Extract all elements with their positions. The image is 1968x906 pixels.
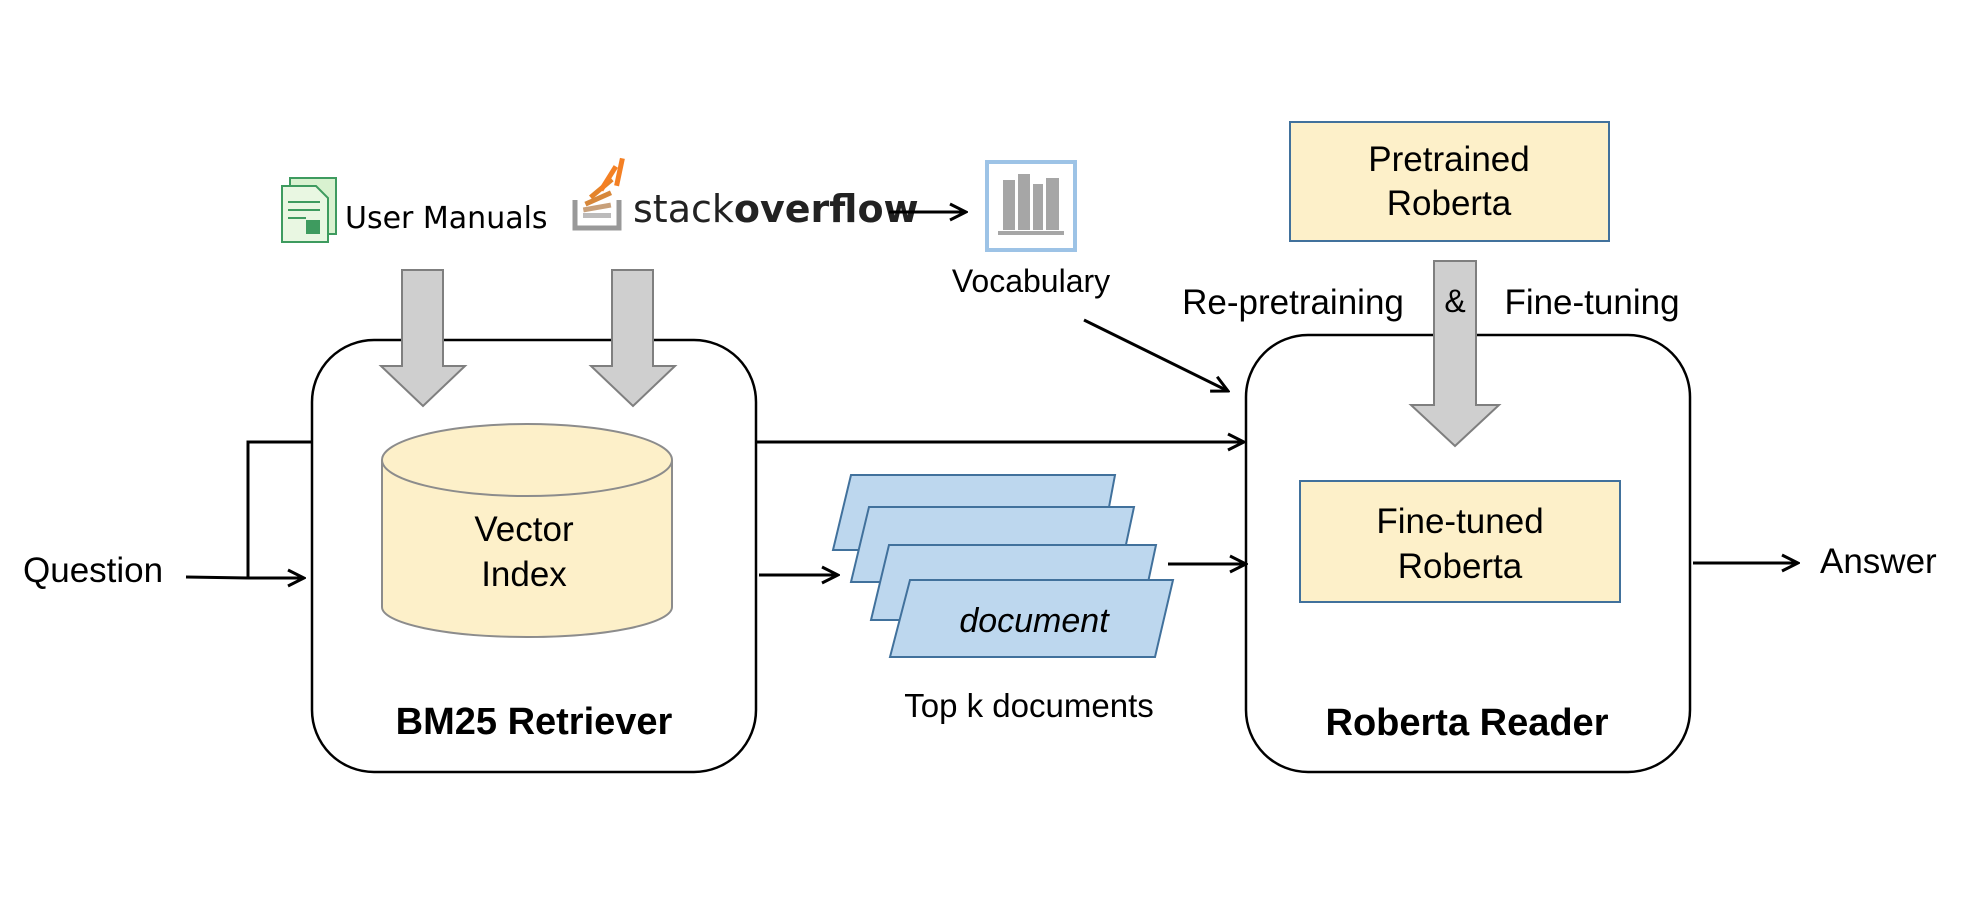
question-label: Question xyxy=(23,551,163,590)
pretrained-roberta-line2: Roberta xyxy=(1387,184,1512,223)
vocabulary-label: Vocabulary xyxy=(952,263,1110,299)
stackoverflow-wordmark-bold: overflow xyxy=(734,187,919,231)
fine-tuning-label: Fine-tuning xyxy=(1504,283,1679,322)
answer-label: Answer xyxy=(1820,542,1937,581)
question-bypass-connector xyxy=(246,440,312,578)
vocabulary-to-reader-arrow xyxy=(1083,318,1228,391)
stackoverflow-logo-icon xyxy=(572,157,625,231)
vector-index-cylinder xyxy=(381,423,673,638)
pretrained-roberta-line1: Pretrained xyxy=(1368,140,1529,179)
vocabulary-books-icon xyxy=(985,160,1077,252)
bm25-retriever-title: BM25 Retriever xyxy=(396,701,673,743)
roberta-reader-title: Roberta Reader xyxy=(1326,702,1609,744)
user-manuals-label: User Manuals xyxy=(345,201,548,236)
question-line xyxy=(185,575,249,580)
training-block-arrow xyxy=(1408,260,1502,448)
stackoverflow-block-arrow xyxy=(588,269,678,408)
ampersand-label: & xyxy=(1444,283,1465,319)
document-label: document xyxy=(959,602,1110,640)
stackoverflow-wordmark-light: stack xyxy=(633,187,734,231)
pretrained-roberta-box xyxy=(1289,121,1610,242)
re-pretraining-label: Re-pretraining xyxy=(1182,283,1404,322)
finetuned-roberta-line1: Fine-tuned xyxy=(1376,502,1543,541)
document-card xyxy=(888,579,1175,658)
stackoverflow-wordmark: stackoverflow xyxy=(633,187,919,231)
manuals-block-arrow xyxy=(378,269,468,408)
finetuned-roberta-line2: Roberta xyxy=(1398,547,1523,586)
vector-index-label-line1: Vector xyxy=(474,510,574,549)
document-icon xyxy=(281,177,337,243)
top-k-document-stack xyxy=(831,474,1175,658)
vector-index-label-line2: Index xyxy=(481,555,567,594)
finetuned-roberta-box xyxy=(1299,480,1621,603)
top-k-documents-caption: Top k documents xyxy=(904,687,1153,724)
